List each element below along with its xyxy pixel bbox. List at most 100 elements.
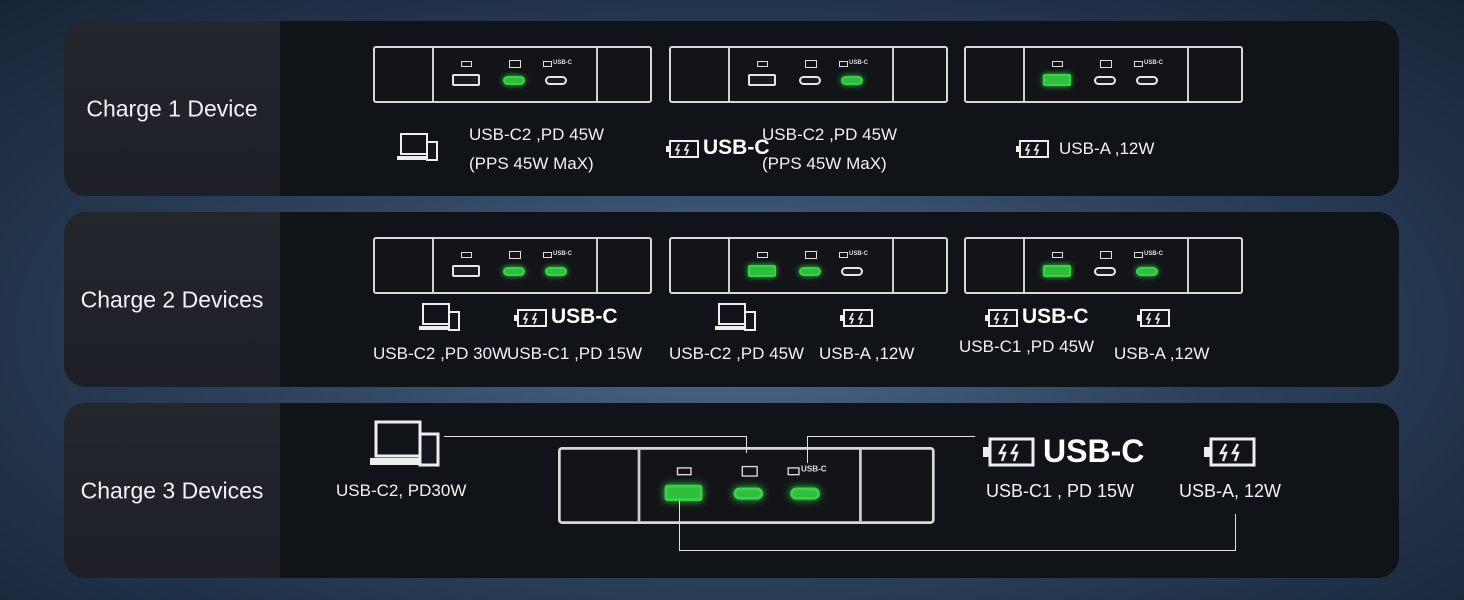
row-charge-3: Charge 3 Devices (64, 403, 1399, 578)
laptop-icon (1100, 60, 1112, 68)
connector-line (679, 500, 680, 551)
usb-a-port (748, 74, 776, 86)
charger-illustration: USB-C (373, 46, 652, 103)
usb-c1-port (790, 487, 820, 500)
connector-line (1235, 514, 1236, 551)
usb-c-label: USB-C (801, 465, 827, 474)
charger-divider (1187, 239, 1189, 292)
charger-divider (1187, 48, 1189, 101)
battery-icon (1137, 309, 1170, 327)
battery-icon (1134, 252, 1143, 258)
r3-laptop-label: USB-C2, PD30W (336, 481, 467, 500)
r1c1-line2: (PPS 45W MaX) (469, 154, 594, 173)
charger-illustration: USB-C (669, 46, 948, 103)
connector-line (807, 436, 975, 437)
row-title: Charge 3 Devices (80, 477, 264, 503)
connector-line (679, 550, 1236, 551)
usb-c-label: USB-C (1144, 251, 1163, 257)
charger-divider (892, 239, 894, 292)
usb-c2-port (799, 76, 821, 85)
charger-divider (432, 48, 434, 101)
charger-divider (728, 48, 730, 101)
usb-c2-port (733, 487, 764, 500)
charger-divider (1023, 48, 1025, 101)
r1c2-line1: USB-C2 ,PD 45W (762, 125, 898, 144)
laptop-phone-icon (370, 420, 440, 467)
usb-a-port (664, 484, 703, 501)
r2c3-labelB: USB-A ,12W (1114, 344, 1210, 363)
usb-c1-port (545, 76, 567, 85)
row-title: Charge 1 Device (86, 95, 258, 121)
charger-illustration: USB-C (373, 237, 652, 294)
connector-line (807, 436, 808, 463)
battery-icon (1204, 437, 1256, 467)
battery-icon (676, 467, 692, 476)
connector-line (746, 436, 747, 453)
usb-c-label: USB-C (553, 60, 572, 66)
battery-icon (1052, 61, 1063, 67)
charger-illustration: USB-C (558, 447, 935, 524)
usb-a-port (1043, 265, 1071, 277)
usb-c1-port (841, 267, 863, 276)
charger-illustration: USB-C (964, 46, 1243, 103)
r2c3-labelA: USB-C1 ,PD 45W (959, 337, 1095, 356)
usb-a-port (748, 265, 776, 277)
usb-c2-port (1094, 267, 1116, 276)
battery-icon (543, 252, 552, 258)
battery-icon (983, 437, 1035, 467)
charger-divider (596, 48, 598, 101)
r2c1-labelB: USB-C1 ,PD 15W (507, 344, 643, 363)
usb-a-port (1043, 74, 1071, 86)
charger-divider (596, 239, 598, 292)
laptop-icon (741, 465, 758, 477)
laptop-icon (805, 251, 817, 259)
charger-divider (859, 449, 862, 522)
battery-icon (839, 252, 848, 258)
battery-icon (543, 61, 552, 67)
charger-divider (432, 239, 434, 292)
r1c2-line2: (PPS 45W MaX) (762, 154, 887, 173)
r2c2-labelB: USB-A ,12W (819, 344, 915, 363)
battery-icon (1052, 252, 1063, 258)
charger-divider (728, 239, 730, 292)
charger-illustration: USB-C (669, 237, 948, 294)
laptop-icon (805, 60, 817, 68)
charger-illustration: USB-C (964, 237, 1243, 294)
r1c1-line1: USB-C2 ,PD 45W (469, 125, 605, 144)
r2c2-labelA: USB-C2 ,PD 45W (669, 344, 805, 363)
battery-icon (514, 309, 547, 327)
laptop-icon (509, 60, 521, 68)
battery-icon (839, 61, 848, 67)
usb-c1-port (545, 267, 567, 276)
usb-c-label: USB-C (849, 251, 868, 257)
battery-icon (757, 252, 768, 258)
battery-icon (840, 309, 873, 327)
usb-c-label: USB-C (1144, 60, 1163, 66)
usb-c2-port (799, 267, 821, 276)
usb-c1-port (1136, 76, 1158, 85)
usb-c-label: USB-C (849, 60, 868, 66)
battery-icon (461, 252, 472, 258)
battery-icon (666, 140, 699, 158)
usb-a-port (452, 265, 480, 277)
usb-c2-port (503, 267, 525, 276)
usb-c1-port (1136, 267, 1158, 276)
battery-icon (1134, 61, 1143, 67)
battery-icon (985, 309, 1018, 327)
battery-icon (757, 61, 768, 67)
usb-c1-port (841, 76, 863, 85)
charger-divider (1023, 239, 1025, 292)
laptop-icon (509, 251, 521, 259)
r1c3-line1: USB-A ,12W (1059, 139, 1155, 158)
r2c1-labelA: USB-C2 ,PD 30W (373, 344, 509, 363)
laptop-phone-icon (419, 303, 460, 331)
r3-a-label: USB-A, 12W (1179, 481, 1282, 501)
battery-icon (461, 61, 472, 67)
charger-divider (892, 48, 894, 101)
charger-divider (637, 449, 641, 522)
r1c2-brand: USB-C (703, 136, 770, 159)
laptop-icon (1100, 251, 1112, 259)
usb-c-label: USB-C (553, 251, 572, 257)
laptop-phone-icon (397, 133, 438, 161)
battery-icon (787, 467, 800, 476)
